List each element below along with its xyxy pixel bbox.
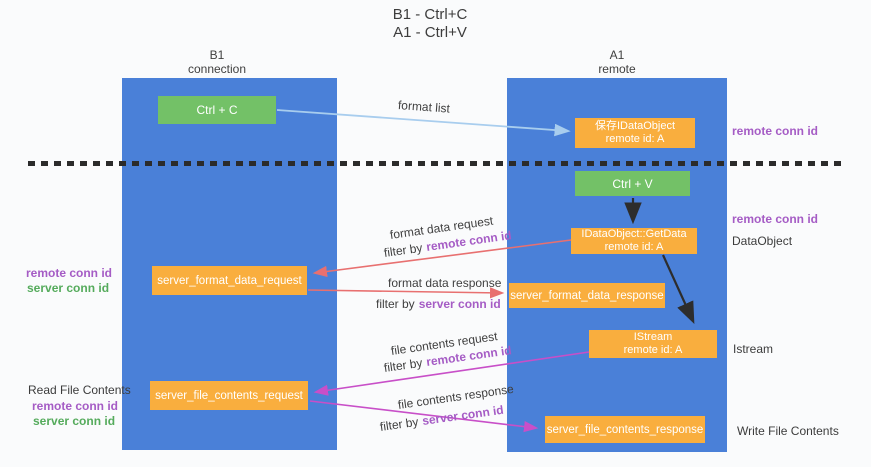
- ctrl-c-label: Ctrl + C: [196, 103, 238, 117]
- istream-line2: remote id: A: [623, 344, 683, 356]
- server-format-data-response-label: server_format_data_response: [510, 289, 664, 302]
- left-server-conn-id-label: server conn id: [27, 281, 109, 295]
- write-file-contents-text: Write File Contents: [737, 424, 839, 438]
- server-format-data-request-box: server_format_data_request: [152, 266, 307, 295]
- save-idataobject-box: 保存IDataObject remote id: A: [575, 118, 695, 148]
- title-line-1: B1 - Ctrl+C: [392, 6, 468, 23]
- format-data-response-arrow: [307, 287, 505, 299]
- a1-subtitle: remote: [598, 62, 636, 76]
- a1-column-header: A1 remote: [542, 48, 692, 76]
- left-remote-conn-id-label-bottom: remote conn id: [32, 399, 118, 413]
- server-format-data-response-box: server_format_data_response: [509, 283, 665, 308]
- right-remote-conn-id-label-top: remote conn id: [732, 124, 818, 138]
- save-idataobject-line1: 保存IDataObject: [594, 120, 676, 132]
- filter-by-text: filter by: [383, 240, 424, 260]
- istream-label: Istream: [733, 342, 773, 356]
- b1-name: B1: [209, 48, 225, 62]
- write-file-contents-label: Write File Contents: [737, 424, 839, 438]
- copy-paste-separator-line: [28, 161, 841, 166]
- filter-by-text: filter by: [379, 414, 420, 434]
- b1-column-header: B1 connection: [142, 48, 292, 76]
- remote-conn-id-text: remote conn id: [732, 212, 819, 226]
- left-server-conn-id-label-bottom: server conn id: [33, 414, 115, 428]
- remote-conn-id-text: remote conn id: [32, 399, 119, 413]
- right-remote-conn-id-label-mid: remote conn id: [732, 212, 818, 226]
- istream-text: Istream: [733, 342, 774, 356]
- format-data-response-label: format data response: [388, 276, 501, 290]
- server-file-contents-request-box: server_file_contents_request: [150, 381, 308, 410]
- istream-box: IStream remote id: A: [589, 330, 717, 358]
- save-idataobject-line2: remote id: A: [605, 133, 665, 145]
- diagram-title: B1 - Ctrl+C A1 - Ctrl+V: [330, 6, 530, 42]
- server-file-contents-response-label: server_file_contents_response: [546, 423, 704, 436]
- remote-conn-id-text: remote conn id: [732, 124, 819, 138]
- b1-subtitle: connection: [187, 62, 247, 76]
- getdata-line1: IDataObject::GetData: [581, 228, 687, 240]
- filter-by-text: filter by: [376, 297, 415, 311]
- istream-line1: IStream: [633, 331, 673, 343]
- left-remote-conn-id-label: remote conn id: [26, 266, 112, 280]
- getdata-line2: remote id: A: [604, 241, 664, 253]
- read-file-contents-text: Read File Contents: [28, 383, 131, 397]
- server-conn-id-text: server conn id: [27, 281, 110, 295]
- dataobject-text: DataObject: [732, 234, 793, 248]
- format-list-label: format list: [398, 98, 451, 116]
- dataobject-label: DataObject: [732, 234, 792, 248]
- server-file-contents-response-box: server_file_contents_response: [545, 416, 705, 443]
- format-data-response-text: format data response: [388, 276, 502, 290]
- server-conn-id-text: server conn id: [33, 414, 116, 428]
- a1-name: A1: [609, 48, 625, 62]
- ctrl-c-box: Ctrl + C: [158, 96, 276, 124]
- idataobject-getdata-box: IDataObject::GetData remote id: A: [571, 228, 697, 254]
- ctrl-v-box: Ctrl + V: [575, 171, 690, 196]
- ctrl-v-label: Ctrl + V: [612, 176, 653, 191]
- filter-by-text: filter by: [383, 355, 424, 375]
- server-file-contents-request-label: server_file_contents_request: [155, 389, 303, 402]
- server-format-data-request-label: server_format_data_request: [157, 274, 302, 287]
- read-file-contents-label: Read File Contents: [28, 383, 131, 397]
- server-conn-id-text: server conn id: [418, 297, 501, 311]
- format-list-text: format list: [397, 98, 451, 116]
- remote-conn-id-text: remote conn id: [26, 266, 113, 280]
- title-line-2: A1 - Ctrl+V: [393, 24, 467, 41]
